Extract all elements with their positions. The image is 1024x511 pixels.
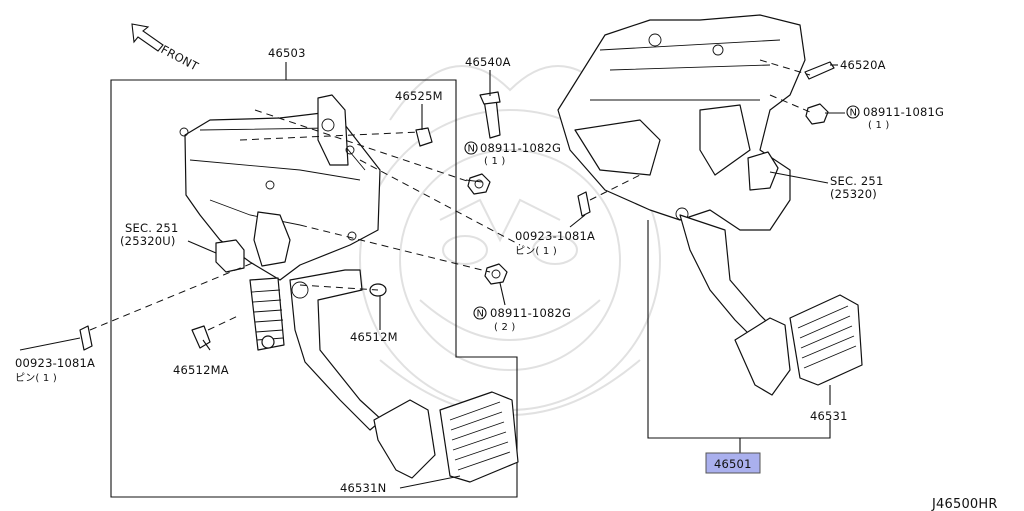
n-mark-icon [464, 141, 478, 155]
nut-08911-1082g-lower [484, 263, 508, 285]
leader [465, 179, 483, 183]
label-08911-1082g-lower: 08911-1082G [490, 306, 571, 320]
leader [499, 282, 506, 306]
bolt-46520a [804, 61, 835, 80]
pin-00923-mid [577, 191, 591, 217]
clip-46512ma [191, 325, 211, 349]
label-sec251-left: SEC. 251 [125, 221, 178, 235]
dash-line [359, 159, 521, 246]
label-46525m: 46525M [395, 89, 443, 103]
leader [399, 475, 461, 489]
pin-00923-left [79, 325, 93, 351]
drawing-code: J46500HR [931, 497, 998, 511]
bolt-46540a [479, 91, 501, 139]
label-sec251-left-sub: (25320U) [120, 234, 176, 248]
label-46503: 46503 [268, 46, 306, 60]
leader [769, 171, 829, 184]
pedal-pad-46531n [439, 391, 519, 483]
label-08911-1081g: 08911-1081G [863, 105, 944, 119]
left-return-spring [249, 277, 285, 351]
pedal-pad-46531 [789, 294, 863, 386]
label-00923-left-sub: ピン( 1 ) [15, 372, 57, 384]
dash-line [299, 224, 491, 273]
nut-08911-1081g [805, 103, 829, 125]
assembly-46503-outline [110, 79, 518, 498]
dash-line [89, 261, 256, 331]
highlight-box-46501 [705, 452, 761, 474]
front-arrow-icon [131, 23, 164, 52]
n-mark-icon [846, 105, 860, 119]
qty-08911-1082g-upper: ( 1 ) [484, 156, 506, 167]
dash-line [254, 109, 471, 183]
right-brake-pedal [679, 214, 791, 396]
n-mark-icon [473, 306, 487, 320]
leader [187, 240, 217, 254]
label-46540a: 46540A [465, 55, 511, 69]
label-sec251-right-sub: (25320) [830, 187, 877, 201]
front-label: FRONT [159, 42, 202, 74]
assembly-46501-outline [647, 220, 831, 439]
label-sec251-right: SEC. 251 [830, 174, 883, 188]
leader [19, 337, 81, 351]
svg-text:N: N [468, 144, 476, 155]
left-switch [215, 239, 245, 273]
dash-line [759, 59, 811, 76]
label-46531n: 46531N [340, 481, 386, 495]
label-00923-left: 00923-1081A [15, 356, 95, 370]
right-pedal-bracket [557, 14, 806, 231]
svg-text:N: N [850, 108, 858, 119]
nut-46525m [415, 127, 433, 147]
dash-line [769, 94, 811, 113]
dash-line [299, 284, 379, 291]
left-clutch-pedal [289, 269, 436, 479]
label-46512m: 46512M [350, 330, 398, 344]
dash-line [207, 314, 241, 331]
label-08911-1082g-upper: 08911-1082G [480, 141, 561, 155]
label-00923-mid: 00923-1081A [515, 229, 595, 243]
left-pedal-bracket [179, 94, 381, 281]
label-46501: 46501 [714, 457, 752, 471]
label-46531: 46531 [810, 409, 848, 423]
right-switch [747, 151, 779, 191]
qty-08911-1082g-lower: ( 2 ) [494, 322, 516, 333]
dash-line [239, 131, 421, 141]
label-00923-mid-sub: ピン( 1 ) [515, 245, 557, 257]
dash-line [589, 174, 641, 201]
qty-08911-1081g: ( 1 ) [868, 120, 890, 131]
label-46520a: 46520A [840, 58, 886, 72]
svg-text:N: N [477, 309, 485, 320]
leader [569, 214, 586, 228]
nut-08911-1082g-upper [467, 173, 491, 195]
leader [202, 339, 211, 351]
label-46512ma: 46512MA [173, 363, 229, 377]
